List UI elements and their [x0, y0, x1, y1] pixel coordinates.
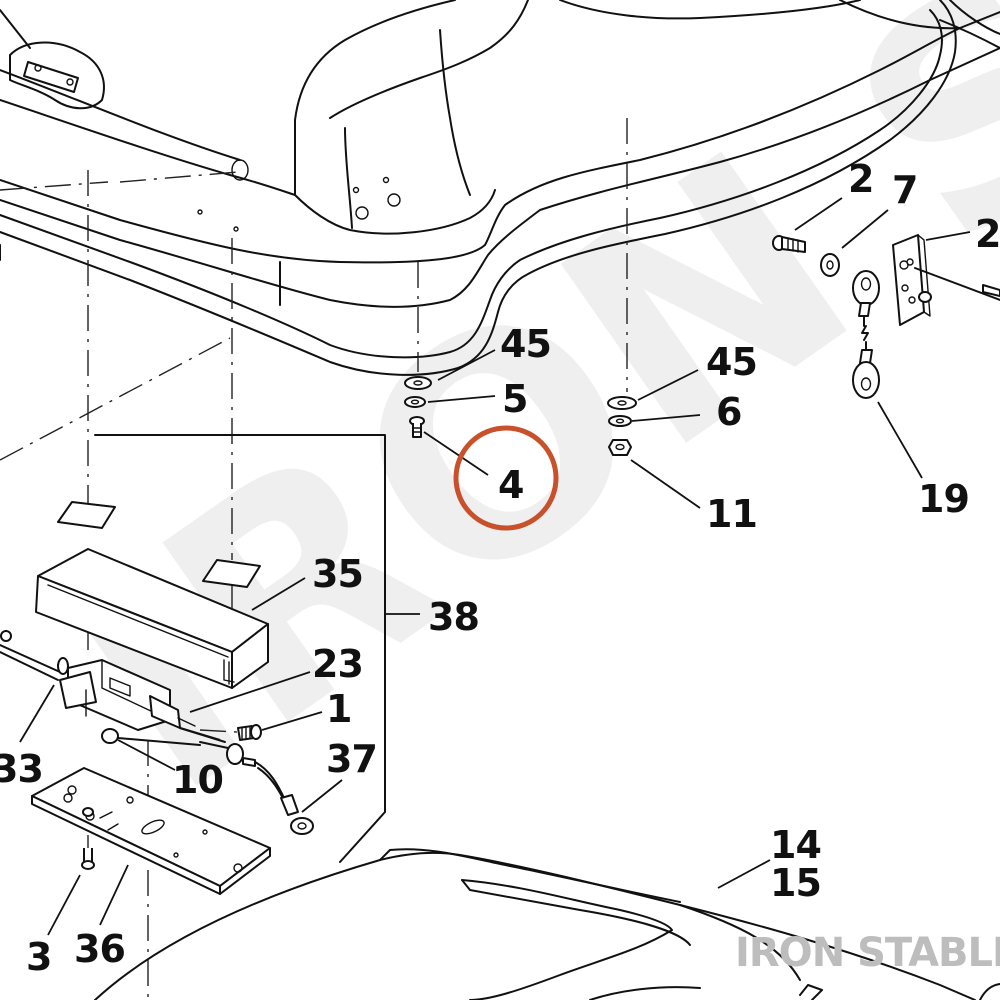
callout-6: 6: [716, 390, 741, 434]
screw-4: [409, 416, 425, 438]
callout-33: 33: [0, 747, 43, 791]
ring-terminal-19: [852, 341, 880, 399]
callout-19: 19: [918, 477, 969, 521]
callout-14: 14: [770, 823, 821, 867]
callout-5: 5: [502, 377, 527, 421]
cable-37: [199, 741, 314, 835]
callout-45-left: 45: [500, 322, 551, 366]
stud-right: [982, 284, 1000, 297]
nut-10: [101, 728, 201, 746]
washer-5: [404, 396, 426, 408]
screw-3: [81, 848, 95, 870]
callout-3: 3: [26, 935, 51, 979]
callout-7: 7: [892, 168, 917, 212]
callout-11: 11: [706, 492, 757, 536]
pad-left: [57, 501, 116, 529]
lower-housing: [94, 848, 1000, 1000]
callout-1: 1: [326, 687, 351, 731]
ring-terminal-upper: [852, 270, 880, 341]
callout-38: 38: [428, 595, 479, 639]
fastener-stack-left: [404, 376, 432, 438]
bolt-2: [772, 235, 806, 253]
ground-strap-assembly: [772, 234, 1000, 399]
callout-labels: 2 7 2 45 5 4 45 6 11 19 35 38 23 1 10 37…: [0, 157, 1000, 979]
cover-35: [35, 548, 269, 689]
pad-right: [202, 559, 261, 588]
washer-45-left: [404, 376, 432, 390]
callout-15: 15: [770, 861, 821, 905]
upper-housing: [0, 0, 1000, 376]
pads: [57, 501, 261, 588]
callout-2: 2: [848, 157, 873, 201]
callout-10: 10: [172, 758, 223, 802]
callout-4: 4: [498, 463, 523, 507]
callout-37: 37: [326, 737, 377, 781]
mounting-plate: [892, 234, 932, 326]
plate-36: [31, 767, 271, 895]
nut-11: [608, 439, 632, 456]
callout-23: 23: [312, 642, 363, 686]
washer-45-right: [607, 396, 637, 410]
leader-lines: [19, 197, 971, 936]
callout-45-right: 45: [706, 340, 757, 384]
brand-logo-text: IRON STABLE: [735, 930, 1000, 976]
fastener-stack-right: [607, 396, 637, 456]
bracket-38-outline: [94, 434, 420, 863]
washer-6: [608, 415, 632, 427]
callout-35: 35: [312, 552, 363, 596]
washer-7: [820, 253, 840, 277]
screw-1: [237, 724, 262, 741]
callout-2-edge: 2: [975, 212, 1000, 256]
highlight-circle-part-4: [453, 425, 559, 531]
callout-36: 36: [74, 927, 125, 971]
actuator-23: [0, 630, 226, 743]
